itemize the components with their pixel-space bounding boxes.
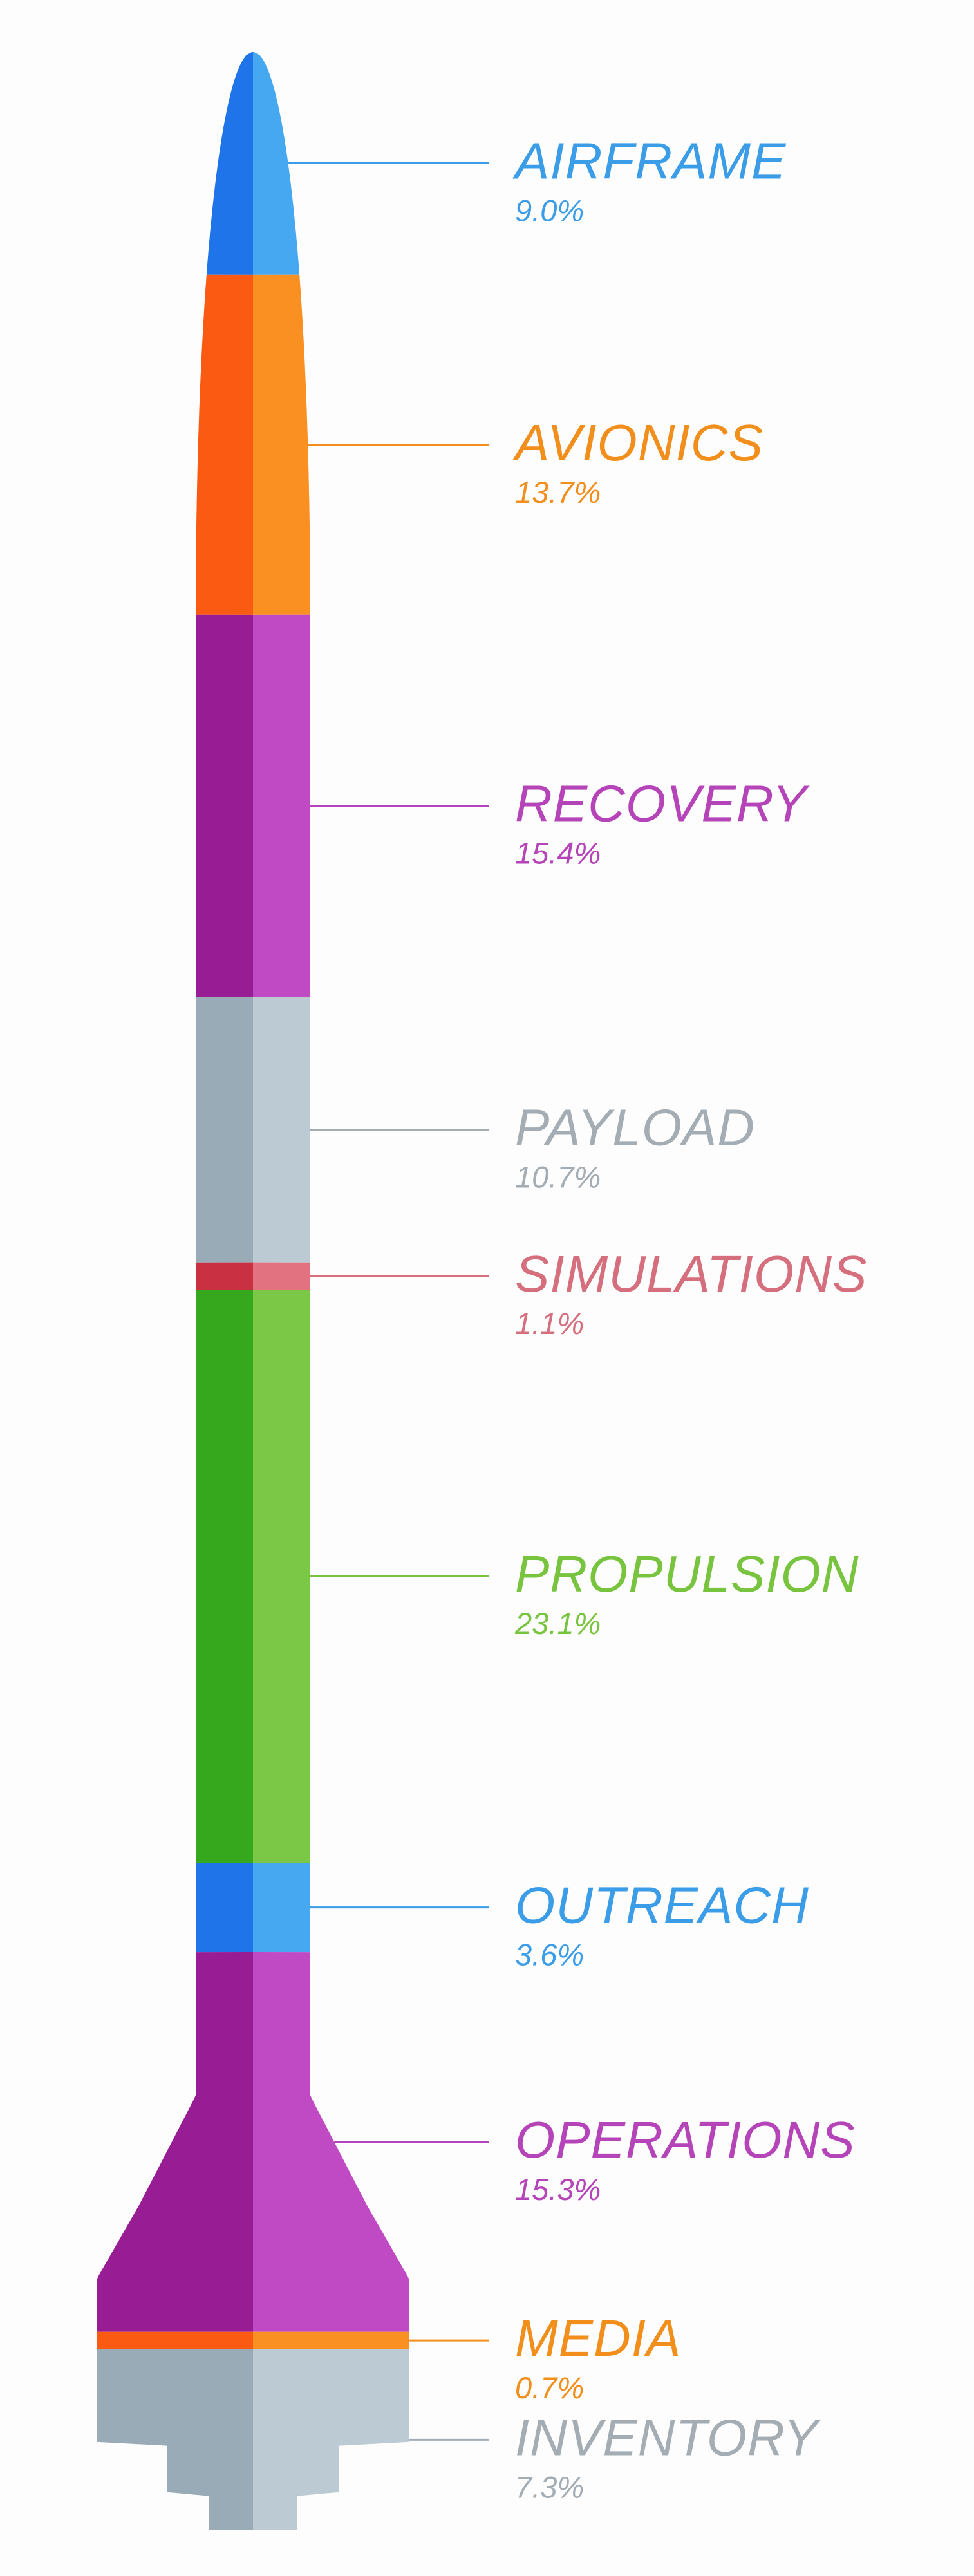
segment-recovery-right bbox=[253, 614, 310, 997]
segment-airframe-left bbox=[206, 52, 253, 275]
segment-media-left bbox=[97, 2331, 253, 2349]
value-label-avionics: 13.7% bbox=[515, 475, 601, 509]
segment-inventory-right bbox=[253, 2349, 409, 2530]
value-label-media: 0.7% bbox=[515, 2371, 584, 2405]
label-simulations: SIMULATIONS bbox=[515, 1245, 867, 1302]
segment-payload-left bbox=[196, 997, 253, 1263]
segment-avionics-left bbox=[196, 274, 253, 615]
label-inventory: INVENTORY bbox=[515, 2409, 821, 2466]
label-propulsion: PROPULSION bbox=[515, 1545, 859, 1603]
value-label-recovery: 15.4% bbox=[515, 836, 601, 870]
segment-operations-right bbox=[253, 1952, 409, 2332]
label-airframe: AIRFRAME bbox=[512, 132, 787, 189]
segment-simulations-left bbox=[196, 1262, 253, 1290]
value-label-inventory: 7.3% bbox=[515, 2470, 584, 2504]
segment-media-right bbox=[253, 2331, 409, 2349]
value-label-propulsion: 23.1% bbox=[514, 1606, 601, 1641]
segment-airframe-right bbox=[253, 52, 300, 275]
label-recovery: RECOVERY bbox=[515, 775, 810, 832]
value-label-airframe: 9.0% bbox=[515, 193, 584, 227]
segment-outreach-left bbox=[196, 1863, 253, 1953]
label-payload: PAYLOAD bbox=[515, 1098, 755, 1156]
segment-payload-right bbox=[253, 997, 310, 1263]
label-avionics: AVIONICS bbox=[512, 414, 763, 471]
label-outreach: OUTREACH bbox=[515, 1877, 809, 1934]
segment-propulsion-right bbox=[253, 1290, 310, 1863]
segment-inventory-left bbox=[97, 2349, 253, 2530]
value-label-simulations: 1.1% bbox=[515, 1306, 584, 1340]
segment-recovery-left bbox=[196, 614, 253, 997]
segment-operations-left bbox=[97, 1952, 253, 2332]
segment-propulsion-left bbox=[196, 1290, 253, 1863]
segment-avionics-right bbox=[253, 274, 310, 615]
label-operations: OPERATIONS bbox=[515, 2111, 856, 2168]
value-label-payload: 10.7% bbox=[515, 1160, 601, 1194]
value-label-operations: 15.3% bbox=[515, 2172, 601, 2206]
label-media: MEDIA bbox=[515, 2309, 681, 2367]
segment-outreach-right bbox=[253, 1863, 310, 1953]
segment-simulations-right bbox=[253, 1262, 310, 1290]
value-label-outreach: 3.6% bbox=[515, 1938, 584, 1972]
